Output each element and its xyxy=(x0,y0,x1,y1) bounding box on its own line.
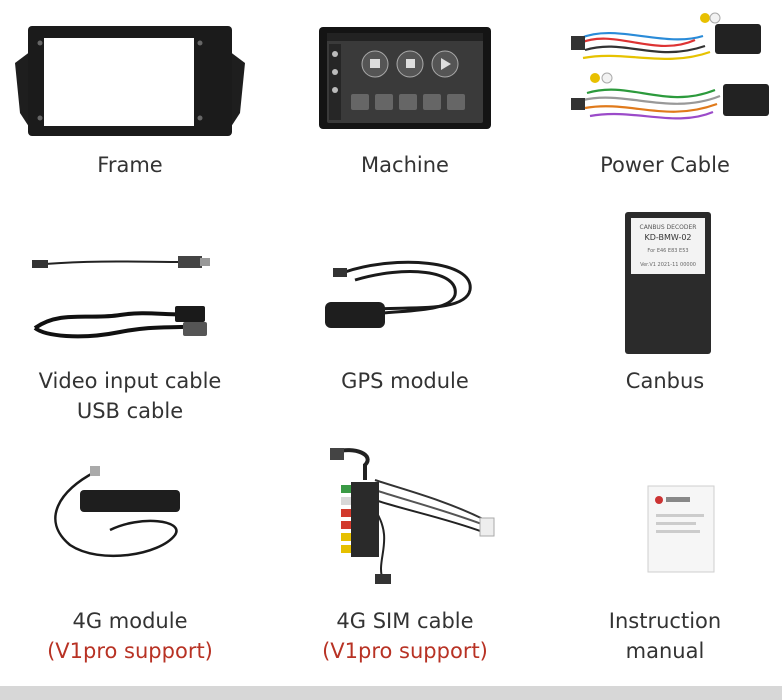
canbus-caption: Canbus xyxy=(625,369,705,393)
machine-image xyxy=(319,27,491,129)
frame-image xyxy=(15,26,245,136)
canbus-label-0: CANBUS DECODER xyxy=(640,224,697,231)
manual-image xyxy=(647,485,715,573)
4g-module-image xyxy=(54,466,180,558)
canbus-label-2: For E46 E83 E53 xyxy=(647,248,688,254)
4g-module-caption: 4G module (V1pro support) xyxy=(47,609,213,663)
canbus-label-1: KD-BMW-02 xyxy=(644,233,691,242)
4g-sim-cable-caption: 4G SIM cable (V1pro support) xyxy=(322,609,488,663)
video-usb-cable-image xyxy=(32,256,210,339)
power-cable-image xyxy=(571,12,769,120)
4g-sim-cable-image xyxy=(330,448,495,584)
machine-caption: Machine xyxy=(361,153,449,177)
canbus-label-3: Ver.V1 2021-11 00000 xyxy=(640,262,696,268)
bottom-divider xyxy=(0,686,782,700)
canbus-image: CANBUS DECODER KD-BMW-02 For E46 E83 E53… xyxy=(625,212,711,354)
power-cable-caption: Power Cable xyxy=(600,153,730,177)
gps-module-image xyxy=(325,260,472,328)
frame-caption: Frame xyxy=(97,153,163,177)
gps-module-caption: GPS module xyxy=(341,369,469,393)
manual-caption: Instruction manual xyxy=(608,609,722,663)
video-usb-cable-caption: Video input cable USB cable xyxy=(38,369,222,423)
